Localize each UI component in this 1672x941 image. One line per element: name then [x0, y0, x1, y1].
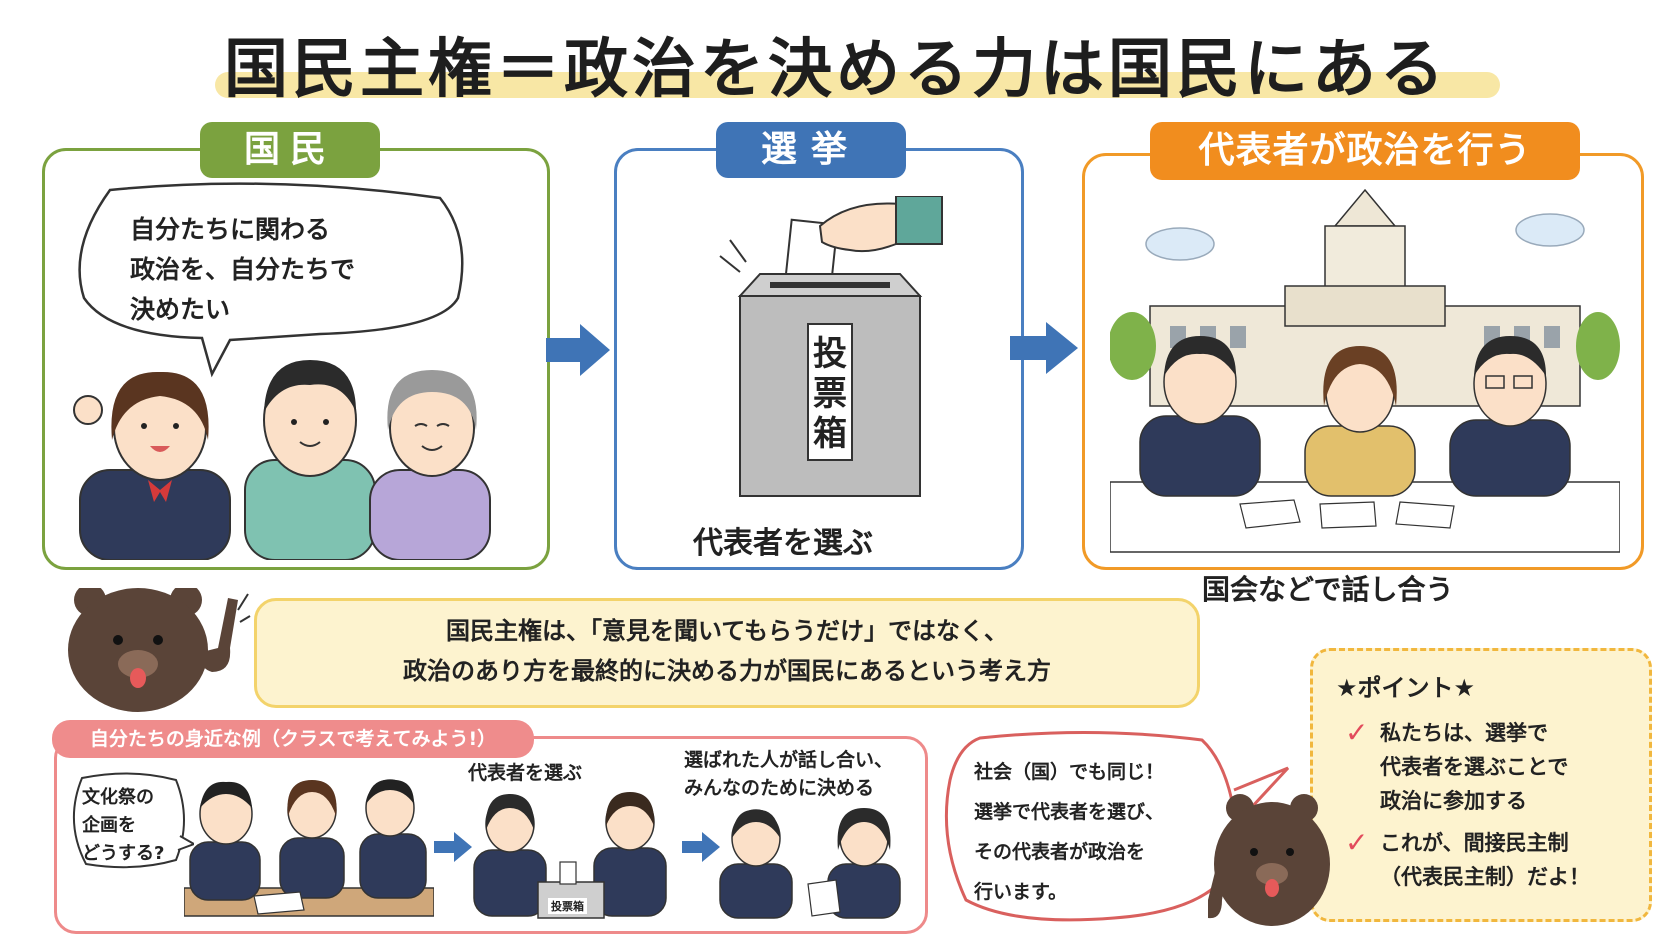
tab-citizens: 国民: [200, 122, 380, 178]
politician-icon: [1139, 336, 1261, 497]
point-title: ★ポイント★: [1336, 674, 1476, 702]
page-title: 国民主権＝政治を決める力は国民にある: [224, 33, 1448, 107]
point-item-2: これが、間接民主制 （代表民主制）だよ！: [1380, 831, 1590, 889]
tab-election: 選挙: [716, 122, 906, 178]
example-speech-bubble: [73, 772, 194, 869]
class-discussion-illustration: [184, 779, 434, 917]
example-step3-label: 選ばれた人が話し合い、 みんなのために決める: [684, 749, 894, 799]
ballot-box-illustration: [719, 196, 943, 497]
citizens-speech: 自分たちに関わる 政治を、自分たちで 決めたい: [130, 215, 356, 324]
representatives-caption: 国会などで話し合う: [1202, 573, 1454, 606]
arrow-right-icon: [1010, 322, 1078, 374]
check-icon: ✓: [1345, 716, 1369, 749]
title-highlight: [215, 72, 1500, 98]
election-caption: 代表者を選ぶ: [693, 526, 873, 561]
example-ballot-box-label: 投票箱: [548, 898, 587, 914]
speech-bubble: [78, 182, 464, 378]
tab-representatives: 代表者が政治を行う: [1150, 122, 1580, 180]
society-text: 社会（国）でも同じ！ 選挙で代表者を選び、 その代表者が政治を 行います。: [974, 761, 1165, 903]
society-speech-bubble: [944, 730, 1290, 922]
man-icon: [244, 360, 376, 560]
example-step2-label: 代表者を選ぶ: [468, 762, 583, 784]
arrow-right-icon: [682, 832, 720, 862]
elder-icon: [369, 370, 491, 560]
politician-icon: [1449, 336, 1571, 497]
arrow-right-icon: [546, 324, 610, 376]
bear-mascot-icon: [1208, 794, 1330, 926]
arrow-right-icon: [434, 832, 472, 862]
politician-icon: [1304, 346, 1416, 497]
example-bubble-text: 文化祭の 企画を どうする?: [82, 787, 165, 864]
point-box: [1310, 648, 1652, 922]
class-representatives-illustration: [719, 808, 901, 919]
point-item-1: 私たちは、選挙で 代表者を選ぶことで 政治に参加する: [1380, 721, 1569, 813]
diet-building-illustration: [1110, 188, 1620, 553]
bear-mascot-icon: [68, 588, 251, 712]
check-icon: ✓: [1345, 826, 1369, 859]
example-section-tab: 自分たちの身近な例（クラスで考えてみよう!）: [52, 720, 534, 758]
summary-statement: 国民主権は、「意見を聞いてもらうだけ」ではなく、 政治のあり方を最終的に決める力…: [254, 598, 1200, 708]
student-icon: [73, 371, 231, 560]
citizens-illustration: [73, 360, 491, 560]
ballot-box-label: 投 票 箱: [813, 334, 847, 454]
